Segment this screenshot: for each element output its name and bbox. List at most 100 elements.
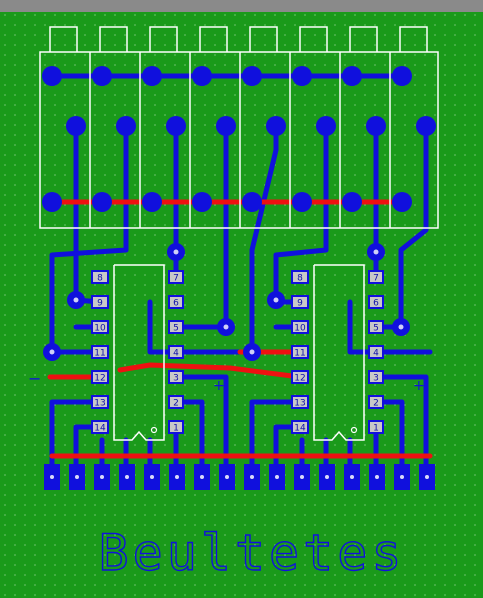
switch-actuator-5 xyxy=(249,26,278,52)
ic_left-pin-label-8: 8 xyxy=(97,274,103,284)
ic_left-pin-label-12: 12 xyxy=(94,374,105,384)
board-silkscreen-title: Beultetes xyxy=(99,524,406,582)
ic_right-pin-pad-14 xyxy=(291,420,309,434)
switch-pad-mid-5 xyxy=(266,116,286,136)
switch-pad-mid-3 xyxy=(166,116,186,136)
ic_left-pin-label-11: 11 xyxy=(94,349,105,359)
ic_right-pin-pad-11 xyxy=(291,345,309,359)
editor-top-bar xyxy=(0,0,483,12)
ic_left-pin-label-1: 1 xyxy=(173,424,179,434)
header-pin-hole-10 xyxy=(275,475,279,479)
ic_left-pin-pad-2 xyxy=(168,395,184,409)
switch-pad-bottom-4 xyxy=(192,192,212,212)
switch-pad-top-2 xyxy=(92,66,112,86)
ic_left-pin-pad-10 xyxy=(91,320,109,334)
header-pin-hole-1 xyxy=(50,475,54,479)
ic_left-pin-pad-5 xyxy=(168,320,184,334)
switch-pad-top-8 xyxy=(392,66,412,86)
switch-actuator-1 xyxy=(49,26,78,52)
header-pin-hole-9 xyxy=(250,475,254,479)
header-pin-hole-15 xyxy=(400,475,404,479)
ic_left-pin-label-10: 10 xyxy=(94,324,106,334)
switch-actuator-8 xyxy=(399,26,428,52)
switch-pad-bottom-2 xyxy=(92,192,112,212)
ic_left-pin-pad-4 xyxy=(168,345,184,359)
switch-pad-mid-2 xyxy=(116,116,136,136)
ic_right-pin-label-7: 7 xyxy=(373,274,379,284)
ic_right-pin-label-6: 6 xyxy=(373,299,379,309)
ic_left-pin-pad-12 xyxy=(91,370,109,384)
ic_left-pin-label-6: 6 xyxy=(173,299,179,309)
ic_left-pin-pad-6 xyxy=(168,295,184,309)
switch-pad-bottom-6 xyxy=(292,192,312,212)
switch-block-outline xyxy=(39,51,439,229)
switch-actuator-2 xyxy=(99,26,128,52)
ic_right-pin-label-5: 5 xyxy=(373,324,379,334)
trace-pin13-right xyxy=(249,399,303,478)
ic_right-pin-pad-7 xyxy=(368,270,384,284)
ic_right-pin1-dot xyxy=(350,426,358,434)
switch-actuator-4 xyxy=(199,26,228,52)
ic_left-pin-pad-9 xyxy=(91,295,109,309)
trace-sw2-pin11 xyxy=(49,123,129,355)
header-pin-hole-4 xyxy=(125,475,129,479)
header-pin-hole-3 xyxy=(100,475,104,479)
ic_right-pin-label-2: 2 xyxy=(373,399,379,409)
header-pin-hole-13 xyxy=(350,475,354,479)
header-pin-hole-12 xyxy=(325,475,329,479)
switch-pad-bottom-7 xyxy=(342,192,362,212)
via-left-9-hole xyxy=(73,297,79,303)
switch-pad-mid-6 xyxy=(316,116,336,136)
header-pin-hole-14 xyxy=(375,475,379,479)
trace-ic-left-pin3 xyxy=(173,374,229,478)
via-right-9-hole xyxy=(273,297,279,303)
header-pin-hole-16 xyxy=(425,475,429,479)
switch-pad-top-1 xyxy=(42,66,62,86)
via-left-11-hole xyxy=(49,349,55,355)
ic_right-pin-label-3: 3 xyxy=(373,374,379,384)
switch-pad-top-3 xyxy=(142,66,162,86)
ic_left-body-outline xyxy=(113,264,165,441)
via-left-5-hole xyxy=(223,324,229,330)
polarity-minus-marker: − xyxy=(28,369,41,388)
trace-ic-right-pin2 xyxy=(373,399,405,478)
ic_right-pin-pad-4 xyxy=(368,345,384,359)
header-pin-hole-11 xyxy=(300,475,304,479)
switch-pad-bottom-8 xyxy=(392,192,412,212)
ic_right-pin-pad-1 xyxy=(368,420,384,434)
switch-actuator-6 xyxy=(299,26,328,52)
switch-actuator-3 xyxy=(149,26,178,52)
ic_left-pin-pad-14 xyxy=(91,420,109,434)
switch-pad-top-6 xyxy=(292,66,312,86)
switch-pad-top-4 xyxy=(192,66,212,86)
ic_left-pin-pad-11 xyxy=(91,345,109,359)
via-right-7-hole xyxy=(373,249,379,255)
via-left-7-hole xyxy=(173,249,179,255)
ic_left-pin-pad-3 xyxy=(168,370,184,384)
ic_right-pin-label-1: 1 xyxy=(373,424,379,434)
ic_right-pin-pad-9 xyxy=(291,295,309,309)
ic_right-pin-label-8: 8 xyxy=(297,274,303,284)
header-pin-hole-8 xyxy=(225,475,229,479)
ic_left-pin1-dot xyxy=(150,426,158,434)
trace-ic-bridge-highlight xyxy=(117,362,303,380)
header-pin-hole-6 xyxy=(175,475,179,479)
ic_right-pin-label-14: 14 xyxy=(294,424,306,434)
switch-pad-top-5 xyxy=(242,66,262,86)
ic_right-pin-pad-2 xyxy=(368,395,384,409)
ic_right-pin-label-13: 13 xyxy=(294,399,305,409)
switch-actuator-7 xyxy=(349,26,378,52)
header-pin-hole-7 xyxy=(200,475,204,479)
via-right-5-hole xyxy=(398,324,404,330)
ic_left-pin-label-9: 9 xyxy=(97,299,103,309)
ic_left-pin-label-4: 4 xyxy=(173,349,179,359)
switch-pad-mid-8 xyxy=(416,116,436,136)
switch-pad-mid-7 xyxy=(366,116,386,136)
switch-pad-top-7 xyxy=(342,66,362,86)
trace-ic-right-pin6 xyxy=(347,299,379,355)
trace-ic-right-pin3 xyxy=(373,374,429,478)
polarity-plus-marker-left: + xyxy=(213,378,225,394)
ic_left-pin-label-3: 3 xyxy=(173,374,179,384)
